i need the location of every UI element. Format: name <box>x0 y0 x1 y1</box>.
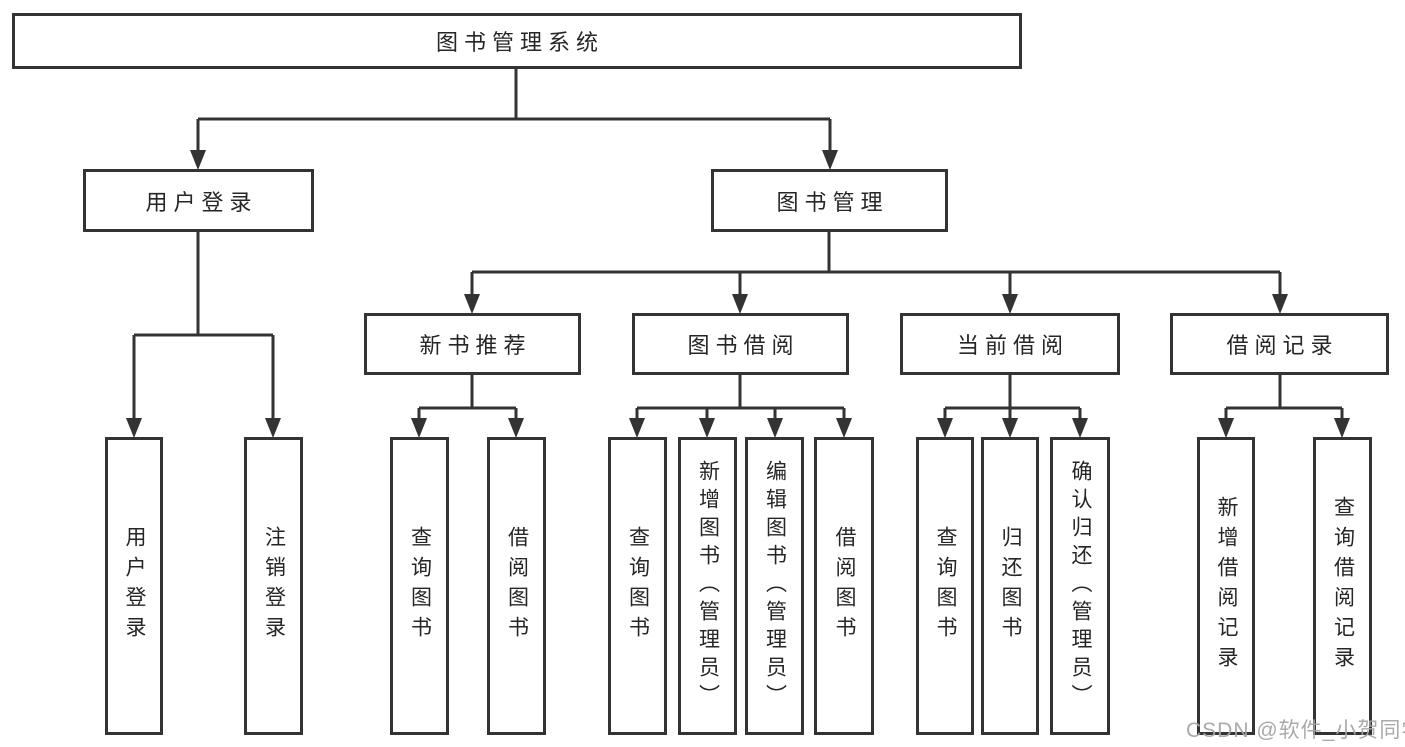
node-label: 新增借阅记录 <box>1215 496 1238 676</box>
node-label: 归还图书 <box>999 526 1022 646</box>
leaf-add-books-admin: 新增图书（管理员） <box>678 437 737 735</box>
node-label: 查询图书 <box>626 526 650 646</box>
node-library-management-system: 图书管理系统 <box>12 13 1022 69</box>
leaf-logout: 注销登录 <box>244 437 303 735</box>
node-label: 查询图书 <box>934 526 957 646</box>
node-user-login: 用户登录 <box>83 169 314 232</box>
node-book-borrowing: 图书借阅 <box>632 313 849 375</box>
leaf-user-login: 用户登录 <box>105 437 163 735</box>
node-label: 查询借阅记录 <box>1331 496 1355 676</box>
node-book-management: 图书管理 <box>711 169 948 232</box>
node-label: 注销登录 <box>262 526 286 646</box>
leaf-return-books: 归还图书 <box>981 437 1039 735</box>
leaf-query-borrow-record: 查询借阅记录 <box>1313 437 1372 735</box>
leaf-query-books-current: 查询图书 <box>916 437 974 735</box>
node-label: 借阅图书 <box>833 526 856 646</box>
node-current-borrowing: 当前借阅 <box>900 313 1120 375</box>
node-label: 新增图书（管理员） <box>696 460 720 712</box>
leaf-query-books-recommend: 查询图书 <box>390 437 449 735</box>
leaf-borrow-books-borrowing: 借阅图书 <box>814 437 874 735</box>
leaf-edit-books-admin: 编辑图书（管理员） <box>745 437 804 735</box>
csdn-watermark: CSDN @软件_小贺同学 <box>1186 719 1405 742</box>
node-borrowing-records: 借阅记录 <box>1170 313 1389 375</box>
node-label: 借阅图书 <box>505 526 529 646</box>
leaf-confirm-return-admin: 确认归还（管理员） <box>1050 437 1110 735</box>
node-label: 编辑图书（管理员） <box>763 460 787 712</box>
node-label: 用户登录 <box>123 526 146 646</box>
node-label: 查询图书 <box>408 526 432 646</box>
node-label: 确认归还（管理员） <box>1069 460 1092 712</box>
leaf-query-books-borrowing: 查询图书 <box>608 437 667 735</box>
leaf-add-borrow-record: 新增借阅记录 <box>1197 437 1255 735</box>
leaf-borrow-books-recommend: 借阅图书 <box>487 437 546 735</box>
node-new-book-recommendation: 新书推荐 <box>364 313 581 375</box>
